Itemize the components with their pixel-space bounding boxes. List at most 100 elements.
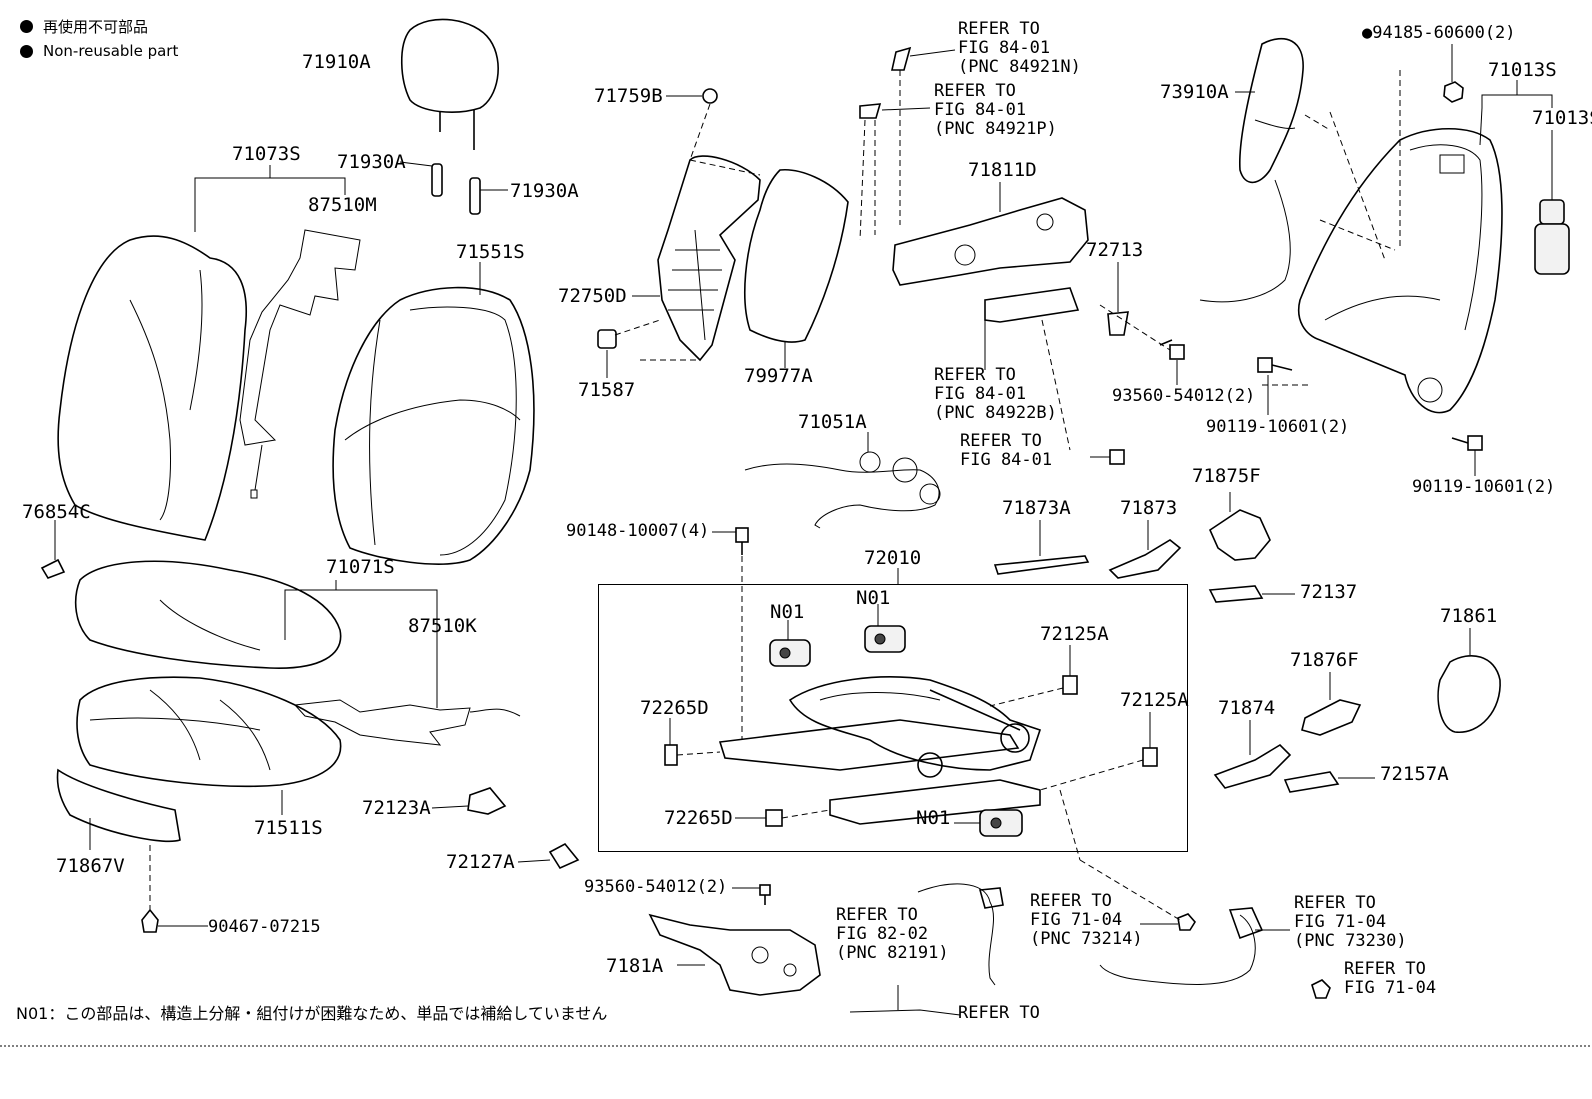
cover-72123A-drawing bbox=[431, 787, 507, 815]
airbag-drawing bbox=[1199, 37, 1331, 303]
footnote-n01: N01：この部品は、構造上分解・組付けが困難なため、単品では補給していません bbox=[16, 1004, 608, 1023]
ref-84921P: REFER TO FIG 84-01 (PNC 84921P) bbox=[934, 82, 1057, 139]
bar-71873A-drawing bbox=[993, 520, 1090, 575]
ref-line: REFER TO bbox=[836, 905, 918, 925]
ref-7104: REFER TO FIG 71-04 bbox=[1344, 960, 1436, 998]
part-71874-drawing bbox=[1213, 720, 1292, 789]
label-71875F: 71875F bbox=[1192, 465, 1261, 487]
label-87510K: 87510K bbox=[408, 615, 477, 637]
label-72125A-1: 72125A bbox=[1040, 623, 1109, 645]
clip-90467-drawing bbox=[141, 908, 208, 933]
label-72265D-1: 72265D bbox=[640, 697, 709, 719]
ref-73214: REFER TO FIG 71-04 (PNC 73214) bbox=[1030, 892, 1143, 949]
buckle-harness-drawing bbox=[1059, 789, 1331, 999]
ref-line: (PNC 84922B) bbox=[934, 403, 1057, 423]
clip-71759B-drawing bbox=[666, 88, 718, 161]
label-71071S: 71071S bbox=[326, 556, 395, 578]
bolt-93560-drawing bbox=[1099, 304, 1185, 385]
label-71551S: 71551S bbox=[456, 241, 525, 263]
seatback-pad-drawing bbox=[332, 262, 535, 565]
ref-line: FIG 71-04 bbox=[1344, 978, 1437, 998]
ref-8401: REFER TO FIG 84-01 bbox=[960, 432, 1052, 470]
ref-line: (PNC 82191) bbox=[836, 943, 949, 963]
ref-82191: REFER TO FIG 82-02 (PNC 82191) bbox=[836, 906, 949, 963]
lumbar-support-drawing bbox=[614, 155, 761, 362]
label-90119-10601-b: 90119-10601(2) bbox=[1412, 477, 1556, 497]
label-71873A: 71873A bbox=[1002, 497, 1071, 519]
label-87510M: 87510M bbox=[308, 194, 377, 216]
ref-line: REFER TO bbox=[1030, 891, 1112, 911]
label-72010: 72010 bbox=[864, 547, 922, 569]
seat-wire-drawing bbox=[744, 432, 941, 529]
label-72125A-2: 72125A bbox=[1120, 689, 1189, 711]
label-71511S: 71511S bbox=[254, 817, 323, 839]
knob-71861-drawing bbox=[1437, 628, 1501, 733]
label-90148-10007: 90148-10007(4) bbox=[566, 521, 710, 541]
ref-line: (PNC 84921P) bbox=[934, 119, 1057, 139]
ref-line: (PNC 73214) bbox=[1030, 929, 1143, 949]
nut-94185-drawing bbox=[1443, 44, 1464, 103]
label-76854C: 76854C bbox=[22, 501, 91, 523]
cover-72127A-drawing bbox=[517, 842, 580, 870]
label-71873: 71873 bbox=[1120, 497, 1178, 519]
seatback-cover-drawing bbox=[57, 165, 346, 541]
part-71587-drawing bbox=[597, 329, 617, 378]
part-72137-drawing bbox=[1208, 585, 1295, 603]
part-71873-drawing bbox=[1108, 520, 1182, 579]
ref-line: REFER TO bbox=[934, 81, 1016, 101]
label-71073S: 71073S bbox=[232, 143, 301, 165]
ref-line: FIG 84-01 bbox=[934, 384, 1027, 404]
legend-text-jp: 再使用不可部品 bbox=[43, 18, 149, 36]
label-71910A: 71910A bbox=[302, 51, 371, 73]
ref-line: FIG 71-04 bbox=[1294, 912, 1387, 932]
ref-73230: REFER TO FIG 71-04 (PNC 73230) bbox=[1294, 894, 1407, 951]
ref-line: FIG 84-01 bbox=[934, 100, 1027, 120]
label-71013S: 71013S bbox=[1488, 59, 1557, 81]
cushion-pad-drawing bbox=[76, 676, 342, 815]
part-72713-drawing bbox=[1107, 262, 1129, 336]
label-N01-c: N01 bbox=[916, 807, 951, 829]
label-72123A: 72123A bbox=[362, 797, 431, 819]
label-93560-54012-a: 93560-54012(2) bbox=[1112, 386, 1256, 406]
legend-nonreusable-en: Non-reusable part bbox=[20, 42, 178, 60]
label-79977A: 79977A bbox=[744, 365, 813, 387]
ref-line: (PNC 84921N) bbox=[958, 57, 1081, 77]
label-72157A: 72157A bbox=[1380, 763, 1449, 785]
side-shield-drawing bbox=[859, 46, 1089, 286]
ref-line: FIG 84-01 bbox=[958, 38, 1051, 58]
part-72157A-drawing bbox=[1283, 771, 1375, 793]
seat-adjuster-box bbox=[598, 584, 1188, 852]
label-72265D-2: 72265D bbox=[664, 807, 733, 829]
label-71876F: 71876F bbox=[1290, 649, 1359, 671]
label-71930A-2: 71930A bbox=[510, 180, 579, 202]
legend-text-en: Non-reusable part bbox=[43, 42, 179, 60]
ref-line: REFER TO bbox=[958, 19, 1040, 39]
label-72127A: 72127A bbox=[446, 851, 515, 873]
recliner-motor-drawing bbox=[1534, 130, 1570, 275]
seatback-heater-drawing bbox=[239, 229, 361, 499]
headrest-guide-drawing bbox=[399, 161, 508, 215]
ref-line: REFER TO bbox=[1294, 893, 1376, 913]
headrest-drawing bbox=[400, 18, 499, 150]
part-71875F-drawing bbox=[1208, 492, 1271, 561]
bullet-icon bbox=[20, 44, 33, 58]
label-71861: 71861 bbox=[1440, 605, 1498, 627]
label-72713: 72713 bbox=[1086, 239, 1144, 261]
cushion-cover-drawing bbox=[74, 560, 438, 708]
label-N01-a: N01 bbox=[770, 601, 805, 623]
cushion-heater-drawing bbox=[293, 699, 521, 746]
seatback-frame-drawing bbox=[1298, 70, 1553, 414]
label-71051A: 71051A bbox=[798, 411, 867, 433]
ref-line: (PNC 73230) bbox=[1294, 931, 1407, 951]
label-71759B: 71759B bbox=[594, 85, 663, 107]
bolt-90148-drawing bbox=[712, 527, 749, 740]
front-panel-drawing bbox=[56, 768, 181, 915]
ref-line: REFER TO bbox=[934, 365, 1016, 385]
label-73910A: 73910A bbox=[1160, 81, 1229, 103]
legend-nonreusable-jp: 再使用不可部品 bbox=[20, 16, 148, 37]
switch-box-drawing bbox=[984, 287, 1080, 451]
label-90119-10601-a: 90119-10601(2) bbox=[1206, 417, 1350, 437]
label-7181A: 7181A bbox=[606, 955, 664, 977]
